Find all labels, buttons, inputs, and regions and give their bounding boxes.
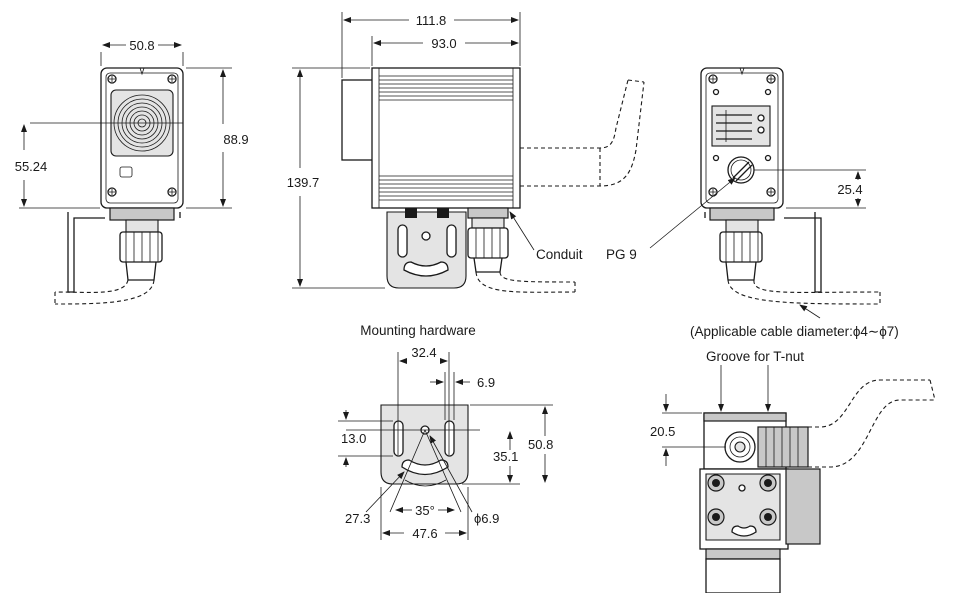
front-height-label: 88.9 — [223, 132, 248, 147]
body-length-label: 93.0 — [431, 36, 456, 51]
side-height-label: 139.7 — [287, 175, 320, 190]
angle-label: 35° — [415, 503, 435, 518]
rear-view: PG 9 (Applicable cable diameter:ϕ4∼ϕ7) 2… — [606, 67, 899, 339]
front-view: 50.8 88.9 55.24 — [15, 38, 249, 305]
overall-length-label: 111.8 — [416, 13, 447, 28]
mounting-hardware-title: Mounting hardware — [360, 323, 476, 338]
groove-offset-label: 20.5 — [650, 424, 675, 439]
rear-offset-label: 25.4 — [837, 182, 862, 197]
bottom-view: Groove for T-nut 20.5 — [650, 349, 936, 593]
radius-label: 27.3 — [345, 511, 370, 526]
cable-diameter-note: (Applicable cable diameter:ϕ4∼ϕ7) — [690, 324, 899, 339]
side-view: Conduit 111.8 93.0 139.7 — [287, 12, 645, 293]
conduit-label: Conduit — [536, 247, 583, 262]
front-width-label: 50.8 — [129, 38, 154, 53]
slot-length-label: 13.0 — [341, 431, 366, 446]
mounting-hardware-view: Mounting hardware 32.4 6.9 13.0 35.1 — [338, 323, 553, 541]
groove-title: Groove for T-nut — [706, 349, 804, 364]
slot-spacing-label: 32.4 — [411, 345, 436, 360]
pg9-label: PG 9 — [606, 247, 637, 262]
hole-height-label: 35.1 — [493, 449, 518, 464]
slot-width-label: 6.9 — [477, 375, 495, 390]
plate-width-label: 47.6 — [412, 526, 437, 541]
hole-diameter-label: ϕ6.9 — [474, 511, 499, 526]
front-center-height-label: 55.24 — [15, 159, 48, 174]
plate-height-label: 50.8 — [528, 437, 553, 452]
